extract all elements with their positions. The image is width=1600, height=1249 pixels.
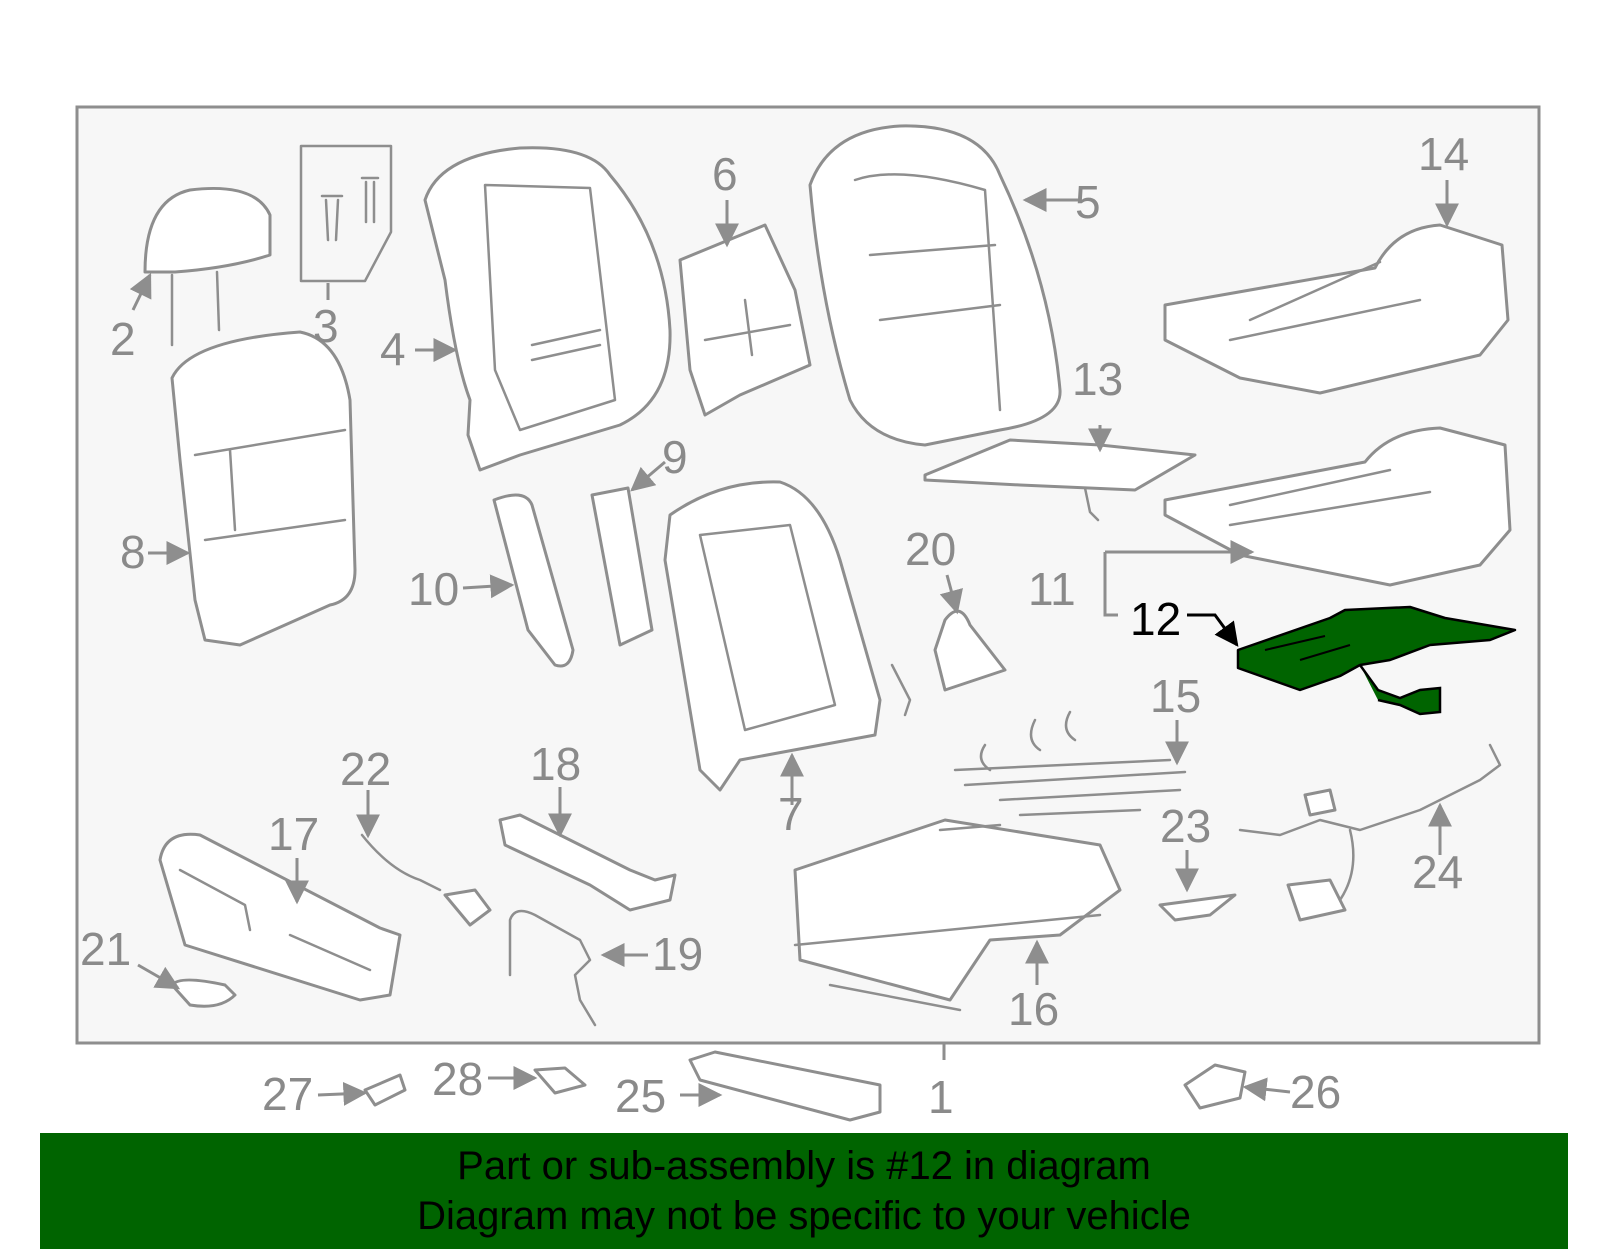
callout-labels: 1 2 3 4 5 6 7 8 9 10 11 12 13 14 15 16 1… <box>80 128 1469 1123</box>
part-12-highlighted <box>1236 605 1517 716</box>
callout-22: 22 <box>340 743 391 795</box>
callout-28: 28 <box>432 1053 483 1105</box>
callout-2: 2 <box>110 313 136 365</box>
callout-14: 14 <box>1418 128 1469 180</box>
callout-10: 10 <box>408 563 459 615</box>
part-headrest-guides <box>299 144 393 283</box>
part-side-bolster <box>492 493 575 668</box>
callout-15: 15 <box>1150 670 1201 722</box>
callout-13: 13 <box>1072 353 1123 405</box>
callout-16: 16 <box>1008 983 1059 1035</box>
callout-26: 26 <box>1290 1066 1341 1118</box>
part-clip <box>363 1073 407 1107</box>
callout-12-highlighted: 12 <box>1130 593 1181 645</box>
part-seatback-pad <box>423 146 672 472</box>
part-lower-trim <box>688 1050 882 1122</box>
callout-18: 18 <box>530 738 581 790</box>
callout-6: 6 <box>712 148 738 200</box>
part-seatback-frame <box>663 480 882 792</box>
part-retainer <box>533 1066 587 1095</box>
part-wire-rod <box>508 909 597 1027</box>
part-side-trim <box>590 486 654 647</box>
part-seatback-panel <box>170 330 357 647</box>
part-release-cable <box>360 833 492 927</box>
callout-19: 19 <box>652 928 703 980</box>
callout-25: 25 <box>615 1070 666 1122</box>
part-seatback-heater <box>678 223 812 417</box>
info-banner: Part or sub-assembly is #12 in diagram D… <box>40 1133 1568 1249</box>
part-fastener <box>1183 1063 1247 1110</box>
callout-3: 3 <box>313 300 339 352</box>
callout-9: 9 <box>662 431 688 483</box>
callout-21: 21 <box>80 923 131 975</box>
part-seatback-cover <box>808 124 1062 447</box>
callout-5: 5 <box>1075 176 1101 228</box>
part-wiring-harness <box>1238 743 1502 922</box>
part-headrest <box>143 186 272 347</box>
callout-1: 1 <box>928 1071 954 1123</box>
callout-11: 11 <box>1028 563 1076 615</box>
part-side-shield <box>158 832 402 1002</box>
part-cushion-cover <box>1163 223 1510 395</box>
banner-line-1: Part or sub-assembly is #12 in diagram <box>457 1144 1151 1188</box>
part-seat-adjuster <box>793 818 1122 1012</box>
callout-17: 17 <box>268 808 319 860</box>
callout-7: 7 <box>778 788 804 840</box>
part-support-bracket <box>498 813 677 912</box>
callout-23: 23 <box>1160 800 1211 852</box>
part-recliner-cover <box>890 609 1007 717</box>
part-switch-knob <box>170 978 237 1008</box>
part-trim-piece <box>1158 893 1237 922</box>
banner-line-2: Diagram may not be specific to your vehi… <box>417 1194 1191 1238</box>
callout-24: 24 <box>1412 846 1463 898</box>
part-cushion-heater <box>923 438 1197 522</box>
callout-4: 4 <box>380 323 406 375</box>
leader-lines <box>129 180 1459 1107</box>
callout-27: 27 <box>262 1068 313 1120</box>
part-cushion-suspension <box>953 710 1187 817</box>
callout-20: 20 <box>905 523 956 575</box>
callout-8: 8 <box>120 526 146 578</box>
